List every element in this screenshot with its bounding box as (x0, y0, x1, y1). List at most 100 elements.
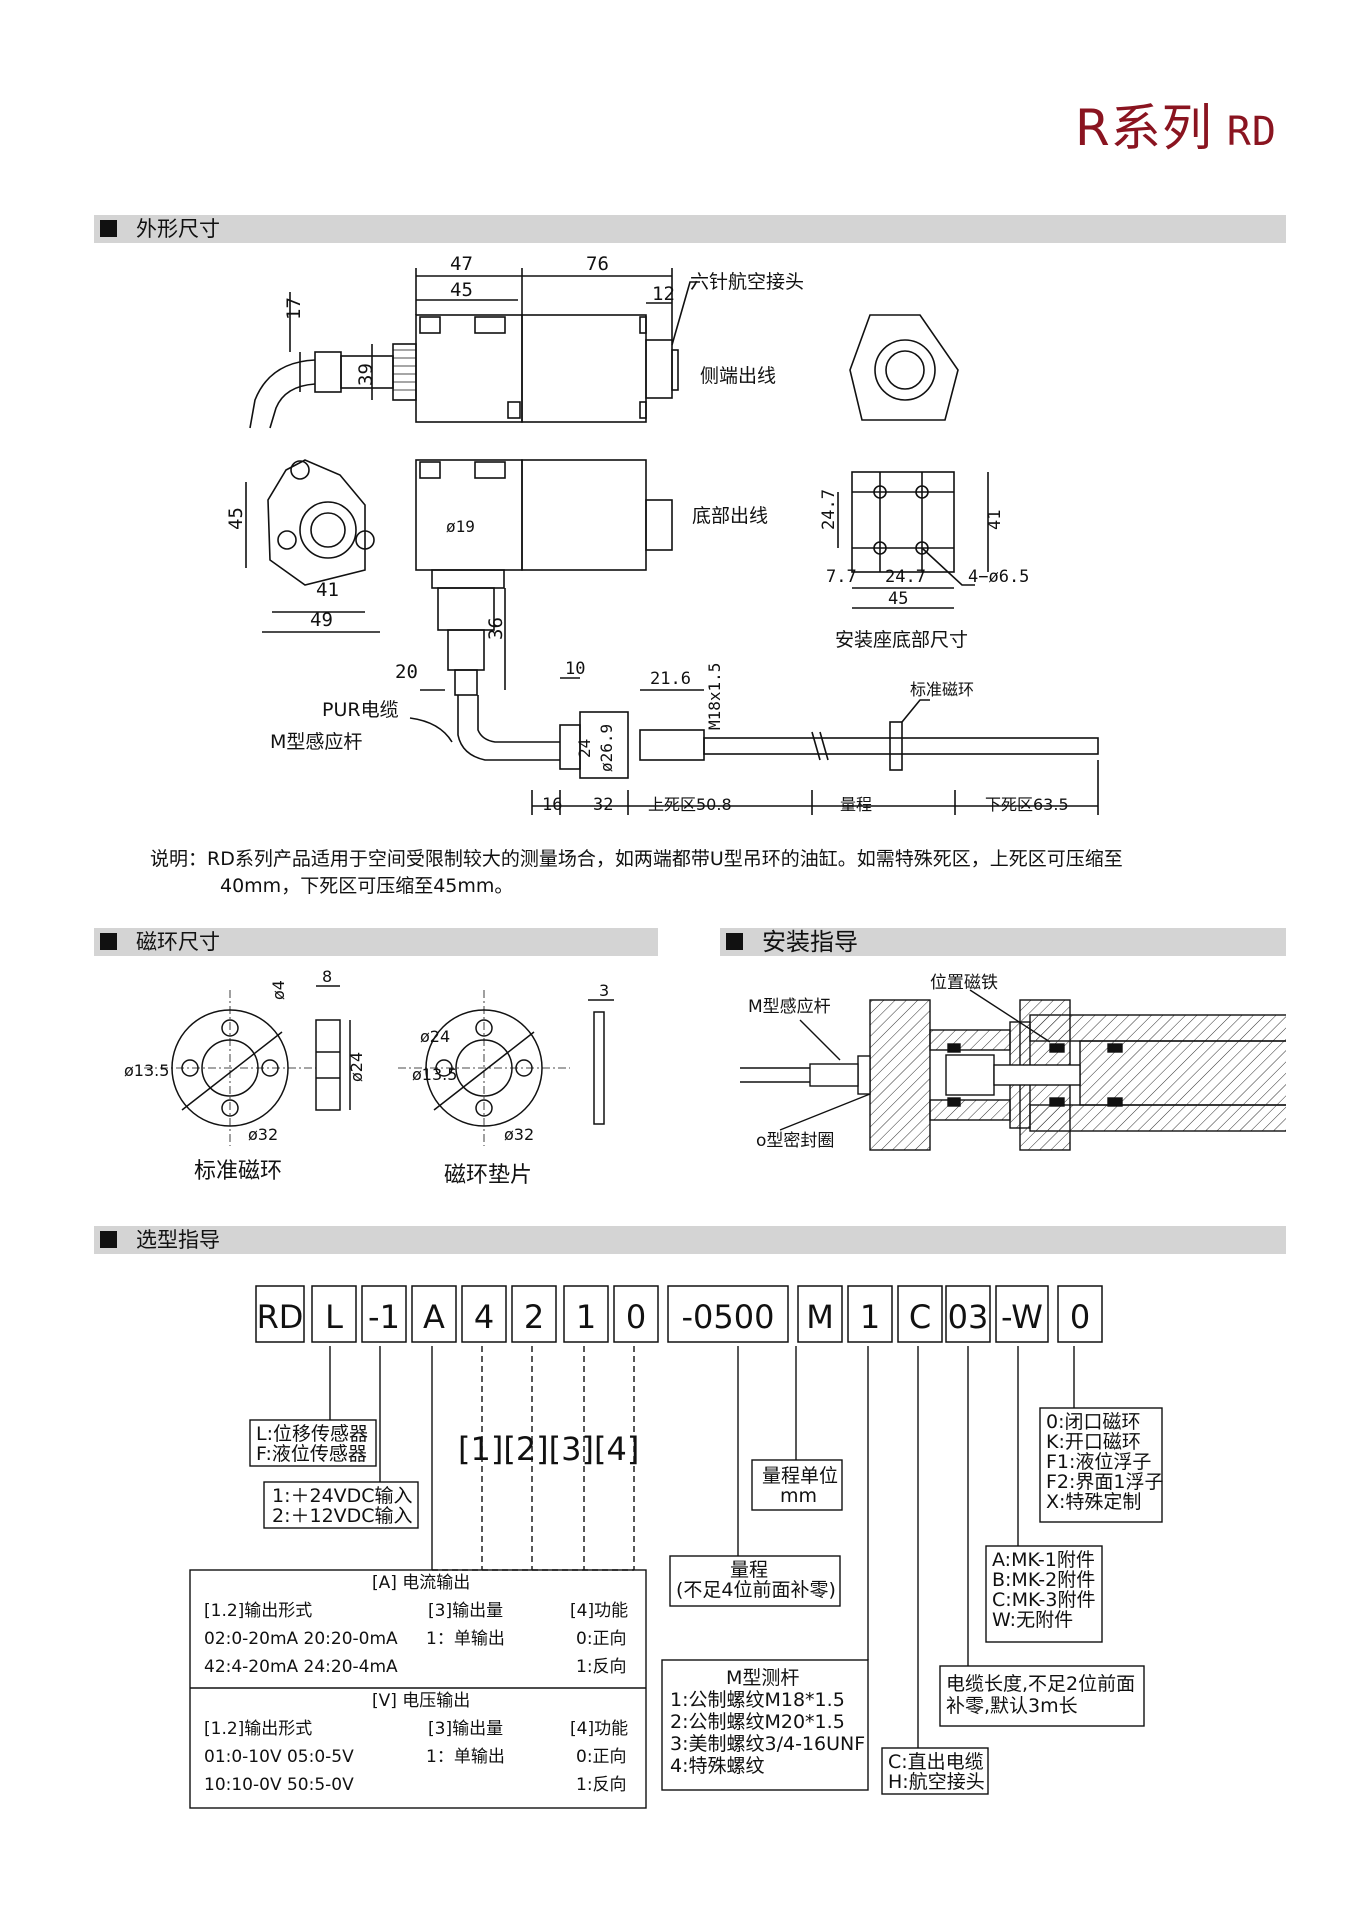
ringtype-line-3: F1:液位浮子 (1046, 1451, 1151, 1473)
section-square-icon (100, 933, 117, 950)
voltage-line-2: 2:＋12VDC输入 (272, 1505, 413, 1527)
side-view-housing (415, 314, 523, 423)
rod-line-5: 4:特殊螺纹 (670, 1755, 765, 1777)
label-standard-magnet: 标准磁环 (910, 680, 974, 699)
range-line-2: (不足4位前面补零) (676, 1579, 836, 1601)
dim-21-6: 21.6 (650, 669, 691, 689)
voltage-r1c3: 0:正向 (576, 1747, 627, 1767)
knurled-nut (392, 343, 417, 401)
label-range: 量程 (840, 795, 872, 814)
current-r1c3: 0:正向 (576, 1629, 627, 1649)
ring-dim-d32b: ø32 (504, 1125, 534, 1144)
range-line-1: 量程 (730, 1559, 768, 1581)
code-box (361, 1285, 407, 1343)
cylinder-wall (869, 999, 931, 1151)
dim-holes: 4−ø6.5 (968, 567, 1029, 587)
conn-line-2: H:航空接头 (888, 1771, 985, 1793)
dim-20: 20 (395, 661, 418, 683)
current-h1: [1.2]输出形式 (204, 1601, 312, 1621)
code-box (411, 1285, 457, 1343)
dim-7-7: 7.7 (826, 567, 857, 587)
label-bottom-outlet: 底部出线 (692, 505, 768, 527)
section-square-icon (100, 1231, 117, 1248)
dim-47: 47 (450, 253, 473, 275)
section-bar-ring: 磁环尺寸 (94, 928, 658, 956)
code-box (255, 1285, 305, 1343)
code-segment: A (423, 1298, 445, 1336)
code-box (563, 1285, 609, 1343)
install-label-rod: M型感应杆 (748, 997, 831, 1017)
install-label-magnet: 位置磁铁 (930, 973, 998, 993)
voltage-h1: [1.2]输出形式 (204, 1719, 312, 1739)
brand-series: R系列 (1075, 99, 1213, 157)
code-box (461, 1285, 507, 1343)
section-bar-outline: 外形尺寸 (94, 215, 1286, 243)
accessory-box (985, 1545, 1103, 1643)
dim-m18: M18x1.5 (705, 663, 724, 730)
acc-line-1: A:MK-1附件 (992, 1549, 1095, 1571)
ringtype-line-4: F2:界面1浮子 (1046, 1471, 1164, 1493)
dim-49: 49 (310, 609, 333, 631)
unit-line-2: mm (780, 1485, 817, 1507)
code-box (613, 1285, 659, 1343)
code-box (511, 1285, 557, 1343)
code-box (1057, 1285, 1103, 1343)
range-box (669, 1555, 841, 1607)
code-segment: 0 (626, 1298, 646, 1336)
current-title: [A] 电流输出 (372, 1573, 470, 1593)
cable-line-1: 电缆长度,不足2位前面 (946, 1673, 1135, 1695)
cable-line-2: 补零,默认3m长 (946, 1695, 1078, 1717)
brand-model: RD (1226, 109, 1277, 155)
ring-drawing: ø4 8 ø24 ø13.5 ø32 ø24 ø13.5 ø32 3 标准磁环 … (124, 967, 614, 1188)
rod-line-1: M型测杆 (726, 1667, 799, 1689)
dim-10: 10 (565, 659, 585, 679)
note-line-1: 说明：RD系列产品适用于空间受限制较大的测量场合，如两端都带U型吊环的油缸。如需… (150, 848, 1123, 870)
ring-pad-label: 磁环垫片 (444, 1163, 532, 1188)
section-bar-select: 选型指导 (94, 1226, 1286, 1254)
voltage-r1c1: 01:0-10V 05:0-5V (204, 1747, 354, 1767)
dim-24-7-b: 24.7 (885, 567, 926, 587)
code-segment: 0 (1070, 1298, 1090, 1336)
section-bar-install: 安装指导 (720, 928, 1286, 956)
pad-ring-side (593, 1011, 605, 1125)
voltage-r2c3: 1:反向 (576, 1775, 627, 1795)
code-box (667, 1285, 789, 1343)
label-m-rod: M型感应杆 (270, 731, 362, 753)
code-segment: -0500 (682, 1298, 775, 1336)
code-box (995, 1285, 1049, 1343)
outline-drawing: 47 76 45 12 六针航空接头 侧端出线 底部出线 安装座底部尺寸 PUR… (225, 253, 1099, 815)
voltage-h2: [3]输出量 (428, 1719, 503, 1739)
code-box (797, 1285, 843, 1343)
ringtype-line-1: 0:闭口磁环 (1046, 1411, 1141, 1433)
voltage-r1c2: 1：单输出 (426, 1747, 505, 1767)
section-title-select: 选型指导 (136, 1228, 220, 1252)
voltage-line-1: 1:＋24VDC输入 (272, 1485, 413, 1507)
type-line-1: L:位移传感器 (256, 1423, 368, 1445)
brand-title: R系列 RD (1075, 88, 1277, 160)
ring-dim-d8: 8 (322, 967, 332, 986)
outline-note: 说明：RD系列产品适用于空间受限制较大的测量场合，如两端都带U型吊环的油缸。如需… (150, 846, 1123, 900)
code-box (897, 1285, 943, 1343)
output-table (189, 1569, 647, 1809)
type-box (249, 1419, 377, 1467)
label-pur-cable: PUR电缆 (322, 699, 399, 721)
mounting-base (851, 471, 955, 573)
code-segment: M (806, 1298, 834, 1336)
current-r1c1: 02:0-20mA 20:20-0mA (204, 1629, 398, 1649)
type-line-2: F:液位传感器 (256, 1443, 367, 1465)
ringtype-line-2: K:开口磁环 (1046, 1431, 1141, 1453)
dim-b41: 41 (985, 510, 1005, 530)
ring-dim-d13-5a: ø13.5 (124, 1061, 169, 1080)
dim-36: 36 (485, 617, 507, 640)
connector-end-view (849, 314, 959, 421)
code-segment: L (325, 1298, 343, 1336)
label-upper-dead-zone: 上死区50.8 (648, 795, 732, 814)
current-h3: [4]功能 (570, 1601, 628, 1621)
install-label-oring: o型密封圈 (756, 1131, 834, 1151)
code-segment: 03 (948, 1298, 989, 1336)
section-title-install: 安装指导 (762, 928, 858, 956)
section-square-icon (100, 220, 117, 237)
code-box (311, 1285, 357, 1343)
code-segment: 1 (860, 1298, 880, 1336)
code-segment: RD (257, 1298, 304, 1336)
